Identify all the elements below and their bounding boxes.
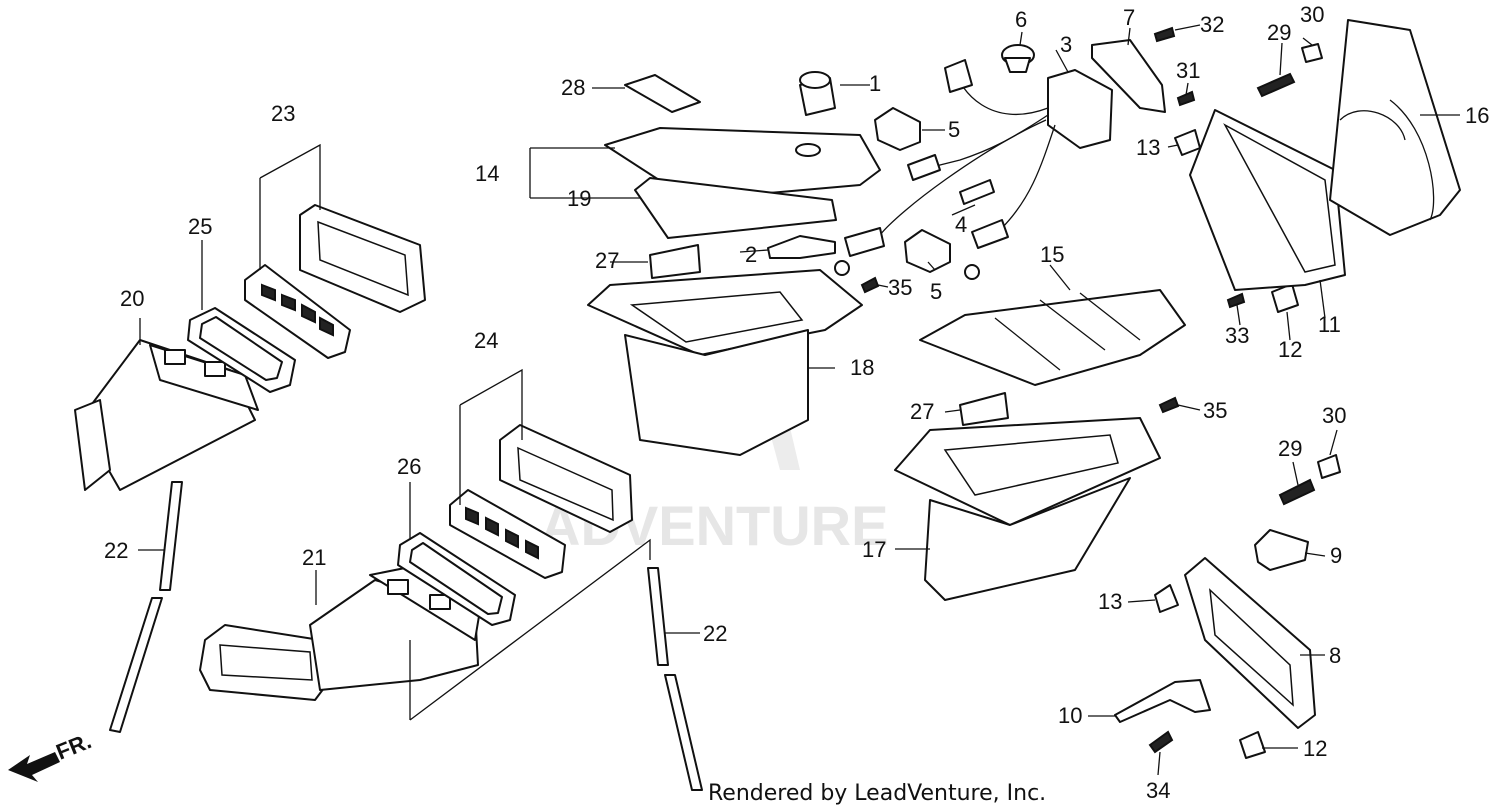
callout-19: 19 bbox=[567, 186, 591, 211]
callout-27-lower: 27 bbox=[910, 399, 934, 424]
callout-27-upper: 27 bbox=[595, 248, 619, 273]
part-5-clip-b bbox=[904, 229, 951, 273]
part-23-vent bbox=[244, 204, 426, 359]
part-5-clip-a bbox=[874, 107, 921, 151]
part-13-nut-b bbox=[1154, 584, 1179, 613]
callout-35-lower: 35 bbox=[1203, 398, 1227, 423]
part-29-bolt-a bbox=[1256, 72, 1296, 98]
part-18-box bbox=[587, 269, 863, 456]
callout-8: 8 bbox=[1329, 643, 1341, 668]
callout-35-upper: 35 bbox=[888, 275, 912, 300]
part-30-nut-b bbox=[1317, 454, 1341, 479]
callout-29-lower: 29 bbox=[1278, 436, 1302, 461]
callout-20: 20 bbox=[120, 286, 144, 311]
part-7-bracket bbox=[1091, 39, 1166, 113]
part-22-tube-b bbox=[647, 567, 703, 791]
callout-16: 16 bbox=[1465, 103, 1489, 128]
part-8-cover bbox=[1184, 557, 1316, 729]
part-26-gasket bbox=[397, 532, 516, 626]
part-31-screw bbox=[1176, 90, 1196, 107]
callout-22-right: 22 bbox=[703, 621, 727, 646]
part-25-gasket bbox=[187, 307, 296, 393]
callout-4: 4 bbox=[955, 212, 967, 237]
front-direction-arrow: FR. bbox=[8, 728, 95, 782]
callout-22-left: 22 bbox=[104, 538, 128, 563]
part-24-vent bbox=[449, 424, 633, 579]
part-19-gasket bbox=[634, 177, 837, 239]
callout-12-lower: 12 bbox=[1303, 736, 1327, 761]
part-20-duct bbox=[74, 339, 259, 491]
bracket-23 bbox=[259, 143, 321, 270]
leader-lines bbox=[138, 24, 1460, 776]
part-9-connector bbox=[1254, 529, 1309, 571]
callout-labels: 1 2 3 4 5 5 6 7 8 9 10 11 12 12 13 13 14… bbox=[104, 2, 1489, 803]
callout-23: 23 bbox=[271, 101, 295, 126]
callout-25: 25 bbox=[188, 214, 212, 239]
credit-text: Rendered by LeadVenture, Inc. bbox=[708, 781, 1046, 806]
callout-17: 17 bbox=[862, 537, 886, 562]
part-17-box bbox=[894, 417, 1161, 601]
part-16-meter bbox=[1329, 19, 1461, 236]
part-2-clip bbox=[767, 235, 836, 259]
callout-5-lower: 5 bbox=[930, 279, 942, 304]
callout-12-upper: 12 bbox=[1278, 337, 1302, 362]
bracket-24 bbox=[459, 368, 523, 505]
part-4-connector bbox=[959, 179, 995, 205]
callout-13-lower: 13 bbox=[1098, 589, 1122, 614]
callout-29-upper: 29 bbox=[1267, 20, 1291, 45]
part-34-screw bbox=[1148, 730, 1174, 754]
part-6-plug bbox=[1001, 44, 1035, 73]
callout-30-lower: 30 bbox=[1322, 403, 1346, 428]
part-11-housing bbox=[1189, 109, 1346, 291]
part-15-cover bbox=[919, 289, 1186, 386]
callout-28: 28 bbox=[561, 75, 585, 100]
part-28-label bbox=[624, 74, 701, 113]
callout-2: 2 bbox=[745, 242, 757, 267]
part-35-screw-a bbox=[860, 276, 880, 294]
part-29-bolt-b bbox=[1278, 478, 1316, 506]
part-22-tube-a bbox=[109, 481, 183, 733]
callout-31: 31 bbox=[1176, 58, 1200, 83]
callout-11: 11 bbox=[1318, 312, 1341, 337]
part-13-nut-a bbox=[1174, 129, 1201, 156]
part-27-label-a bbox=[649, 244, 701, 279]
callout-24: 24 bbox=[474, 328, 498, 353]
callout-10: 10 bbox=[1058, 703, 1082, 728]
bracket-21 bbox=[409, 538, 651, 721]
callout-30-upper: 30 bbox=[1300, 2, 1324, 27]
part-32-screw bbox=[1153, 26, 1176, 43]
part-12-nut-b bbox=[1239, 731, 1266, 759]
part-12-nut-a bbox=[1271, 283, 1299, 313]
callout-18: 18 bbox=[850, 355, 874, 380]
direction-label: FR. bbox=[53, 728, 95, 764]
callout-32: 32 bbox=[1200, 12, 1224, 37]
part-3-switch-harness bbox=[834, 59, 1113, 280]
callout-13-upper: 13 bbox=[1136, 135, 1160, 160]
callout-3: 3 bbox=[1060, 32, 1072, 57]
callout-1: 1 bbox=[869, 71, 881, 96]
callout-14: 14 bbox=[475, 161, 499, 186]
part-1-grommet bbox=[799, 71, 836, 116]
callout-21: 21 bbox=[302, 545, 326, 570]
callout-6: 6 bbox=[1015, 7, 1027, 32]
callout-15: 15 bbox=[1040, 242, 1064, 267]
callout-5-upper: 5 bbox=[948, 117, 960, 142]
callout-33: 33 bbox=[1225, 323, 1249, 348]
part-10-bracket bbox=[1114, 679, 1211, 723]
part-21-duct bbox=[199, 564, 481, 701]
callout-34: 34 bbox=[1146, 778, 1170, 803]
part-33-screw bbox=[1226, 292, 1246, 309]
bracket-14 bbox=[529, 147, 640, 199]
callout-26: 26 bbox=[397, 454, 421, 479]
part-30-nut-a bbox=[1301, 43, 1323, 63]
callout-9: 9 bbox=[1330, 543, 1342, 568]
part-27-label-b bbox=[959, 392, 1009, 426]
callout-7: 7 bbox=[1123, 5, 1135, 30]
part-35-screw-b bbox=[1158, 396, 1180, 414]
